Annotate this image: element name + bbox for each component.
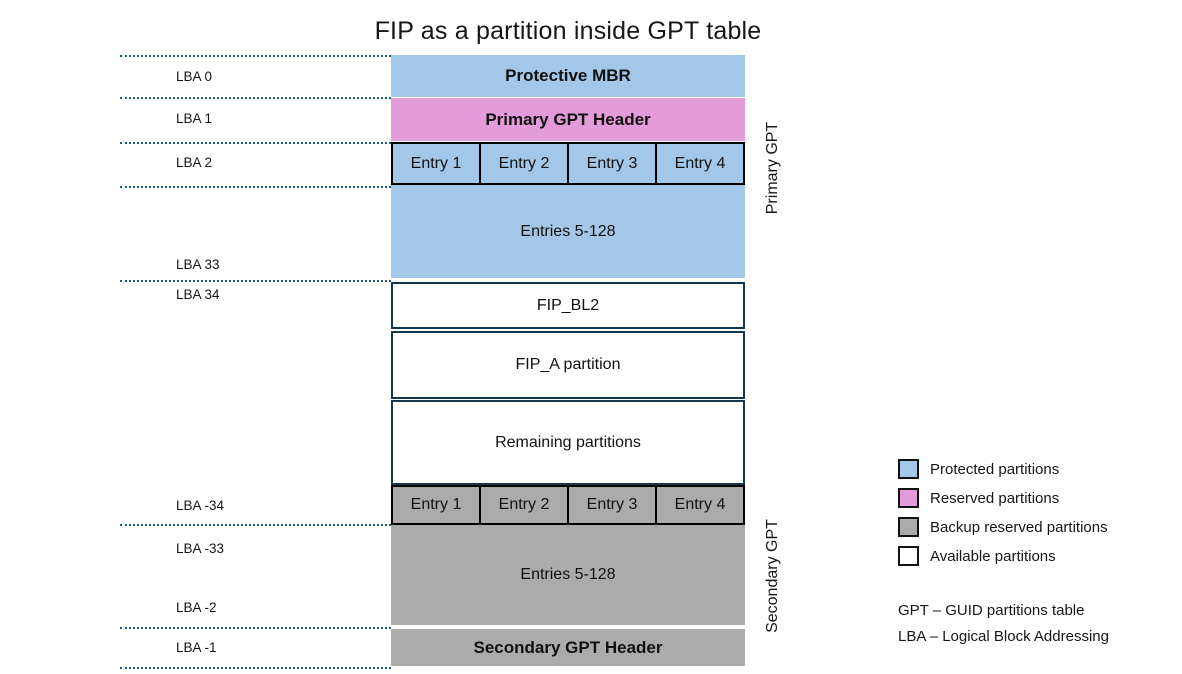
legend-item-protected: Protected partitions [898, 459, 1108, 479]
lba-label: LBA -34 [176, 498, 225, 513]
dotted-line [120, 97, 391, 99]
block-remaining-partitions: Remaining partitions [391, 400, 745, 485]
block-secondary-gpt-header: Secondary GPT Header [391, 629, 745, 666]
dotted-line [120, 55, 391, 57]
lba-label: LBA 33 [176, 257, 220, 272]
block-primary-gpt-header: Primary GPT Header [391, 98, 745, 141]
legend-label: Protected partitions [930, 460, 1060, 478]
legend-item-available: Available partitions [898, 546, 1108, 566]
entry-cell: Entry 2 [481, 144, 569, 183]
block-primary-entries-5-128: Entries 5-128 [391, 185, 745, 278]
block-protective-mbr: Protective MBR [391, 55, 745, 97]
block-secondary-entries-5-128: Entries 5-128 [391, 525, 745, 625]
dotted-line [120, 524, 391, 526]
entry-cell: Entry 3 [569, 487, 657, 523]
dotted-line [120, 142, 391, 144]
lba-label: LBA -2 [176, 600, 217, 615]
legend-label: Reserved partitions [930, 489, 1060, 507]
legend: Protected partitions Reserved partitions… [898, 459, 1108, 566]
secondary-gpt-side-label: Secondary GPT [764, 519, 781, 633]
block-fip-a-partition: FIP_A partition [391, 331, 745, 399]
lba-label: LBA 0 [176, 69, 213, 84]
dotted-line [120, 627, 391, 629]
legend-swatch-available [898, 546, 919, 566]
lba-label: LBA -1 [176, 640, 217, 655]
legend-swatch-reserved [898, 488, 919, 508]
primary-entry-row: Entry 1 Entry 2 Entry 3 Entry 4 [391, 142, 745, 185]
diagram-title: FIP as a partition inside GPT table [374, 17, 762, 45]
entry-cell: Entry 2 [481, 487, 569, 523]
lba-label: LBA -33 [176, 541, 225, 556]
dotted-line [120, 667, 391, 669]
entry-cell: Entry 4 [674, 154, 726, 172]
entry-cell: Entry 1 [393, 144, 481, 183]
legend-item-reserved: Reserved partitions [898, 488, 1108, 508]
secondary-entry-row: Entry 1 Entry 2 Entry 3 Entry 4 [391, 485, 745, 525]
entry-cell: Entry 3 [569, 144, 657, 183]
entry-cell: Entry 4 [674, 496, 726, 513]
dotted-line [120, 186, 391, 188]
footnote-gpt: GPT – GUID partitions table [898, 602, 1085, 619]
footnote-lba: LBA – Logical Block Addressing [898, 628, 1109, 645]
lba-label: LBA 2 [176, 155, 213, 170]
primary-gpt-side-label: Primary GPT [764, 121, 781, 215]
lba-label: LBA 34 [176, 287, 220, 302]
lba-label: LBA 1 [176, 111, 213, 126]
dotted-line [120, 280, 391, 282]
legend-swatch-protected [898, 459, 919, 479]
entry-cell: Entry 1 [393, 487, 481, 523]
legend-label: Available partitions [930, 547, 1056, 565]
legend-item-backup: Backup reserved partitions [898, 517, 1108, 537]
legend-swatch-backup [898, 517, 919, 537]
legend-label: Backup reserved partitions [930, 518, 1108, 536]
block-fip-bl2: FIP_BL2 [391, 282, 745, 329]
